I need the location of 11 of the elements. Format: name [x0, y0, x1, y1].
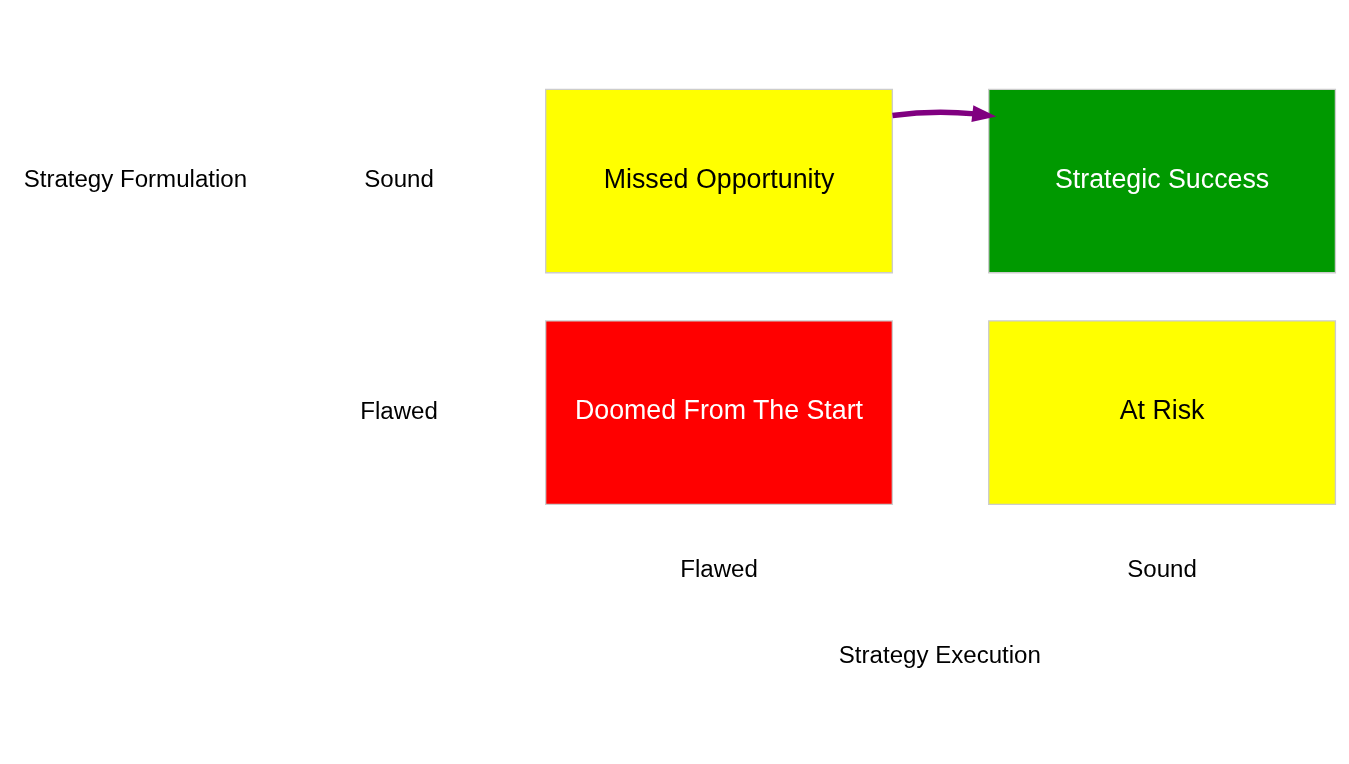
node-box: Doomed From The Start — [545, 319, 893, 505]
label: Flawed — [360, 396, 438, 424]
label: Sound — [364, 164, 434, 192]
label: Strategy Execution — [838, 640, 1041, 668]
label: Flawed — [680, 554, 758, 582]
label: Strategy Formulation — [23, 164, 248, 192]
label: Sound — [1127, 554, 1197, 582]
node-box: At Risk — [988, 319, 1337, 505]
node-box: Missed Opportunity — [545, 88, 893, 273]
arrow — [892, 104, 997, 122]
node-box: Strategic Success — [988, 88, 1337, 273]
